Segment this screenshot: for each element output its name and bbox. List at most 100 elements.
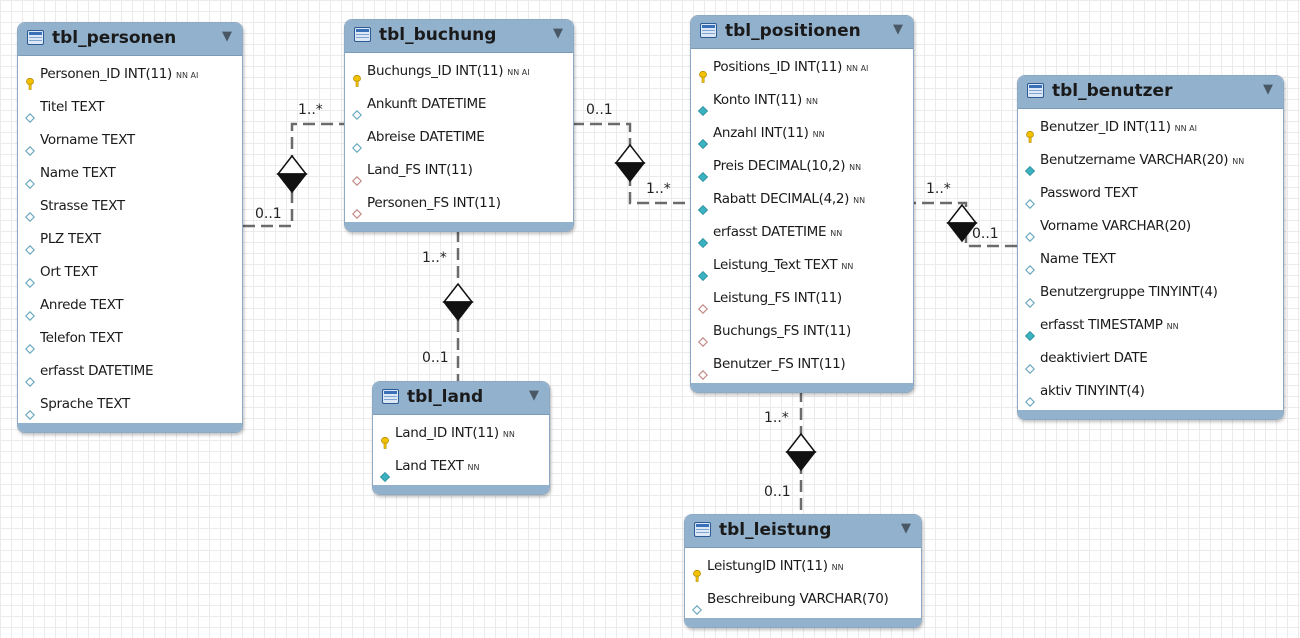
table-footer	[18, 423, 242, 432]
table-header[interactable]: tbl_buchung ▼	[345, 20, 573, 53]
table-name: tbl_personen	[52, 28, 177, 48]
relationship-diamond-icon[interactable]	[614, 143, 646, 183]
column-row[interactable]: Strasse TEXT	[18, 190, 242, 223]
column-flags: NN AI	[1174, 124, 1198, 133]
column-row[interactable]: Positions_ID INT(11)NN AI	[691, 51, 913, 84]
column-row[interactable]: Beschreibung VARCHAR(70)	[685, 583, 921, 616]
relationship-diamond-icon[interactable]	[785, 432, 817, 472]
cardinality-label: 1..*	[422, 250, 447, 266]
column-label: Konto INT(11)	[713, 92, 802, 108]
column-row[interactable]: aktiv TINYINT(4)	[1018, 375, 1283, 408]
column-row[interactable]: Anrede TEXT	[18, 289, 242, 322]
column-flags: NN	[467, 463, 480, 472]
column-row[interactable]: Buchungs_ID INT(11)NN AI	[345, 55, 573, 88]
table-footer	[345, 222, 573, 231]
collapse-arrow-icon[interactable]: ▼	[901, 521, 911, 536]
collapse-arrow-icon[interactable]: ▼	[1263, 82, 1273, 97]
relationship-diamond-icon[interactable]	[946, 203, 978, 243]
column-row[interactable]: Name TEXT	[1018, 243, 1283, 276]
cardinality-label: 0..1	[586, 102, 613, 118]
column-row[interactable]: Benutzergruppe TINYINT(4)	[1018, 276, 1283, 309]
column-row[interactable]: LeistungID INT(11)NN	[685, 550, 921, 583]
column-label: PLZ TEXT	[40, 231, 101, 247]
column-row[interactable]: Name TEXT	[18, 157, 242, 190]
relationship-diamond-icon[interactable]	[442, 282, 474, 322]
column-label: Vorname VARCHAR(20)	[1040, 218, 1191, 234]
column-row[interactable]: Konto INT(11)NN	[691, 84, 913, 117]
column-row[interactable]: Password TEXT	[1018, 177, 1283, 210]
column-label: Telefon TEXT	[40, 330, 123, 346]
column-row[interactable]: Abreise DATETIME	[345, 121, 573, 154]
column-row[interactable]: erfasst DATETIME	[18, 355, 242, 388]
collapse-arrow-icon[interactable]: ▼	[893, 22, 903, 37]
column-row[interactable]: Benutzername VARCHAR(20)NN	[1018, 144, 1283, 177]
column-label: Leistung_Text TEXT	[713, 257, 838, 273]
column-flags: NN	[1166, 322, 1179, 331]
column-flags: NN	[502, 430, 515, 439]
relationship-diamond-icon[interactable]	[276, 154, 308, 194]
column-label: Leistung_FS INT(11)	[713, 290, 842, 306]
diamond-filled-icon	[697, 195, 709, 216]
collapse-arrow-icon[interactable]: ▼	[553, 26, 563, 41]
table-tbl-buchung[interactable]: tbl_buchung ▼ Buchungs_ID INT(11)NN AI Anku…	[344, 19, 574, 232]
diamond-outline-icon	[24, 169, 36, 190]
diamond-filled-icon	[1024, 156, 1036, 177]
column-row[interactable]: Personen_ID INT(11)NN AI	[18, 58, 242, 91]
column-row[interactable]: PLZ TEXT	[18, 223, 242, 256]
column-row[interactable]: Leistung_FS INT(11)	[691, 282, 913, 315]
table-header[interactable]: tbl_positionen▼	[691, 16, 913, 49]
cardinality-label: 1..*	[926, 181, 951, 197]
column-row[interactable]: Anzahl INT(11)NN	[691, 117, 913, 150]
column-row[interactable]: Sprache TEXT	[18, 388, 242, 421]
column-row[interactable]: Ankunft DATETIME	[345, 88, 573, 121]
column-label: Land_FS INT(11)	[367, 162, 473, 178]
column-label: Land_ID INT(11)	[395, 425, 499, 441]
column-row[interactable]: Rabatt DECIMAL(4,2)NN	[691, 183, 913, 216]
cardinality-label: 0..1	[764, 484, 791, 500]
collapse-arrow-icon[interactable]: ▼	[529, 388, 539, 403]
diamond-filled-icon	[697, 96, 709, 117]
key-icon	[1025, 123, 1035, 143]
column-row[interactable]: Benutzer_FS INT(11)	[691, 348, 913, 381]
column-row[interactable]: Vorname VARCHAR(20)	[1018, 210, 1283, 243]
column-row[interactable]: Buchungs_FS INT(11)	[691, 315, 913, 348]
table-header[interactable]: tbl_benutzer▼	[1018, 76, 1283, 109]
diamond-outline-icon	[1024, 189, 1036, 210]
column-label: Benutzer_FS INT(11)	[713, 356, 846, 372]
column-row[interactable]: Ort TEXT	[18, 256, 242, 289]
column-row[interactable]: Personen_FS INT(11)	[345, 187, 573, 220]
column-row[interactable]: deaktiviert DATE	[1018, 342, 1283, 375]
column-label: Ankunft DATETIME	[367, 96, 487, 112]
table-icon	[27, 30, 44, 45]
key-icon	[25, 70, 35, 90]
table-name: tbl_land	[407, 387, 484, 407]
column-row[interactable]: Land_ID INT(11)NN	[373, 417, 549, 450]
column-label: Anzahl INT(11)	[713, 125, 809, 141]
column-row[interactable]: Titel TEXT	[18, 91, 242, 124]
column-label: Positions_ID INT(11)	[713, 59, 843, 75]
column-row[interactable]: Preis DECIMAL(10,2)NN	[691, 150, 913, 183]
table-header[interactable]: tbl_personen ▼	[18, 23, 242, 56]
column-row[interactable]: Vorname TEXT	[18, 124, 242, 157]
collapse-arrow-icon[interactable]: ▼	[222, 29, 232, 44]
table-header[interactable]: tbl_leistung▼	[685, 515, 921, 548]
key-icon	[380, 429, 390, 449]
table-name: tbl_buchung	[379, 25, 497, 45]
column-row[interactable]: Land_FS INT(11)	[345, 154, 573, 187]
diamond-outline-icon	[24, 103, 36, 124]
table-footer	[373, 485, 549, 494]
table-header[interactable]: tbl_land ▼	[373, 382, 549, 415]
column-row[interactable]: Benutzer_ID INT(11)NN AI	[1018, 111, 1283, 144]
column-row[interactable]: Telefon TEXT	[18, 322, 242, 355]
table-tbl-positionen[interactable]: tbl_positionen▼Positions_ID INT(11)NN AI…	[690, 15, 914, 393]
